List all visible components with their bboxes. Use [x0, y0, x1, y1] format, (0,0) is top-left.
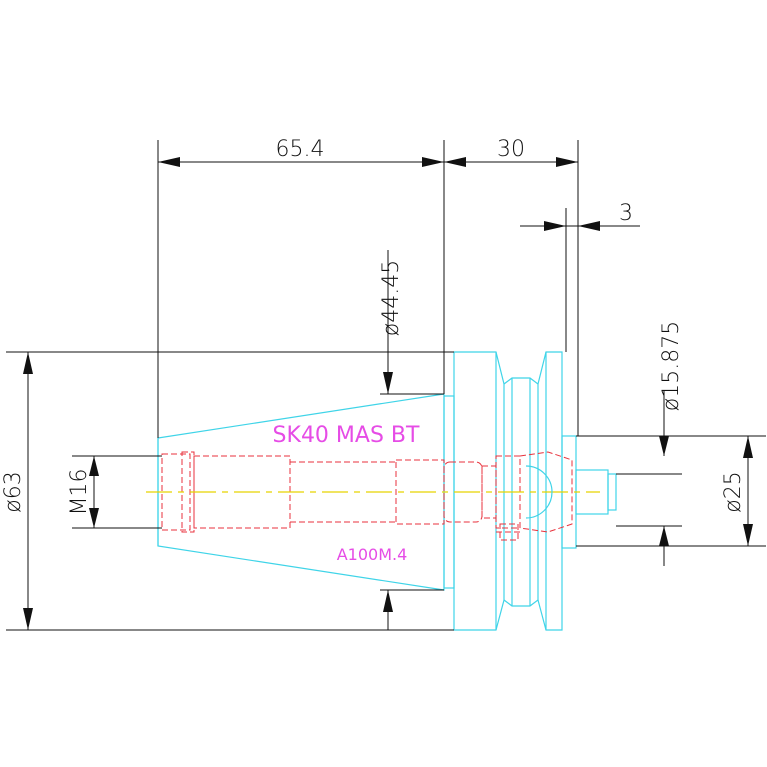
arrow-m16-bottom: [89, 508, 99, 528]
arrow-63-top: [23, 352, 33, 374]
arrow-63-bottom: [23, 608, 33, 630]
dim-label-30: 30: [497, 137, 525, 162]
arrow-25-bottom: [743, 524, 753, 546]
bore-step: [395, 459, 445, 525]
hidden-lines: [161, 451, 573, 541]
dim-label-m16: M16: [67, 469, 92, 516]
dim-label-25: ø25: [721, 471, 746, 512]
dim-label-15: ø15.875: [659, 321, 684, 411]
flange-right: [537, 351, 563, 631]
dimensions: 65.4 30 3 ø63 M16 ø44.45: [1, 137, 766, 631]
arrow-25-top: [743, 436, 753, 458]
knob-arc: [525, 465, 553, 519]
arrow-65-right: [422, 157, 444, 167]
arrow-65-left: [158, 157, 180, 167]
coolant-chamber: [443, 461, 483, 523]
arrow-15-top: [659, 436, 669, 456]
arrow-30-right: [556, 157, 578, 167]
arrow-3-left: [544, 221, 566, 231]
part-name-label: SK40 MAS BT: [273, 423, 420, 448]
arrow-30-left: [444, 157, 466, 167]
arrow-3-right: [578, 221, 600, 231]
set-screw: [499, 523, 519, 541]
dim-label-65: 65.4: [276, 137, 325, 162]
flange-groove: [503, 377, 539, 607]
dim-label-63: ø63: [1, 471, 26, 512]
part-code-label: A100M.4: [337, 545, 408, 564]
part-outline: [157, 351, 617, 631]
knob-bore: [519, 451, 573, 533]
arrow-44-top: [383, 372, 393, 394]
retention-stud-tip: [607, 473, 617, 511]
arrow-44-bottom: [383, 590, 393, 612]
dim-label-3: 3: [619, 201, 633, 226]
dim-label-44: ø44.45: [379, 260, 404, 336]
arrow-15-bottom: [659, 526, 669, 546]
arrow-m16-top: [89, 456, 99, 476]
